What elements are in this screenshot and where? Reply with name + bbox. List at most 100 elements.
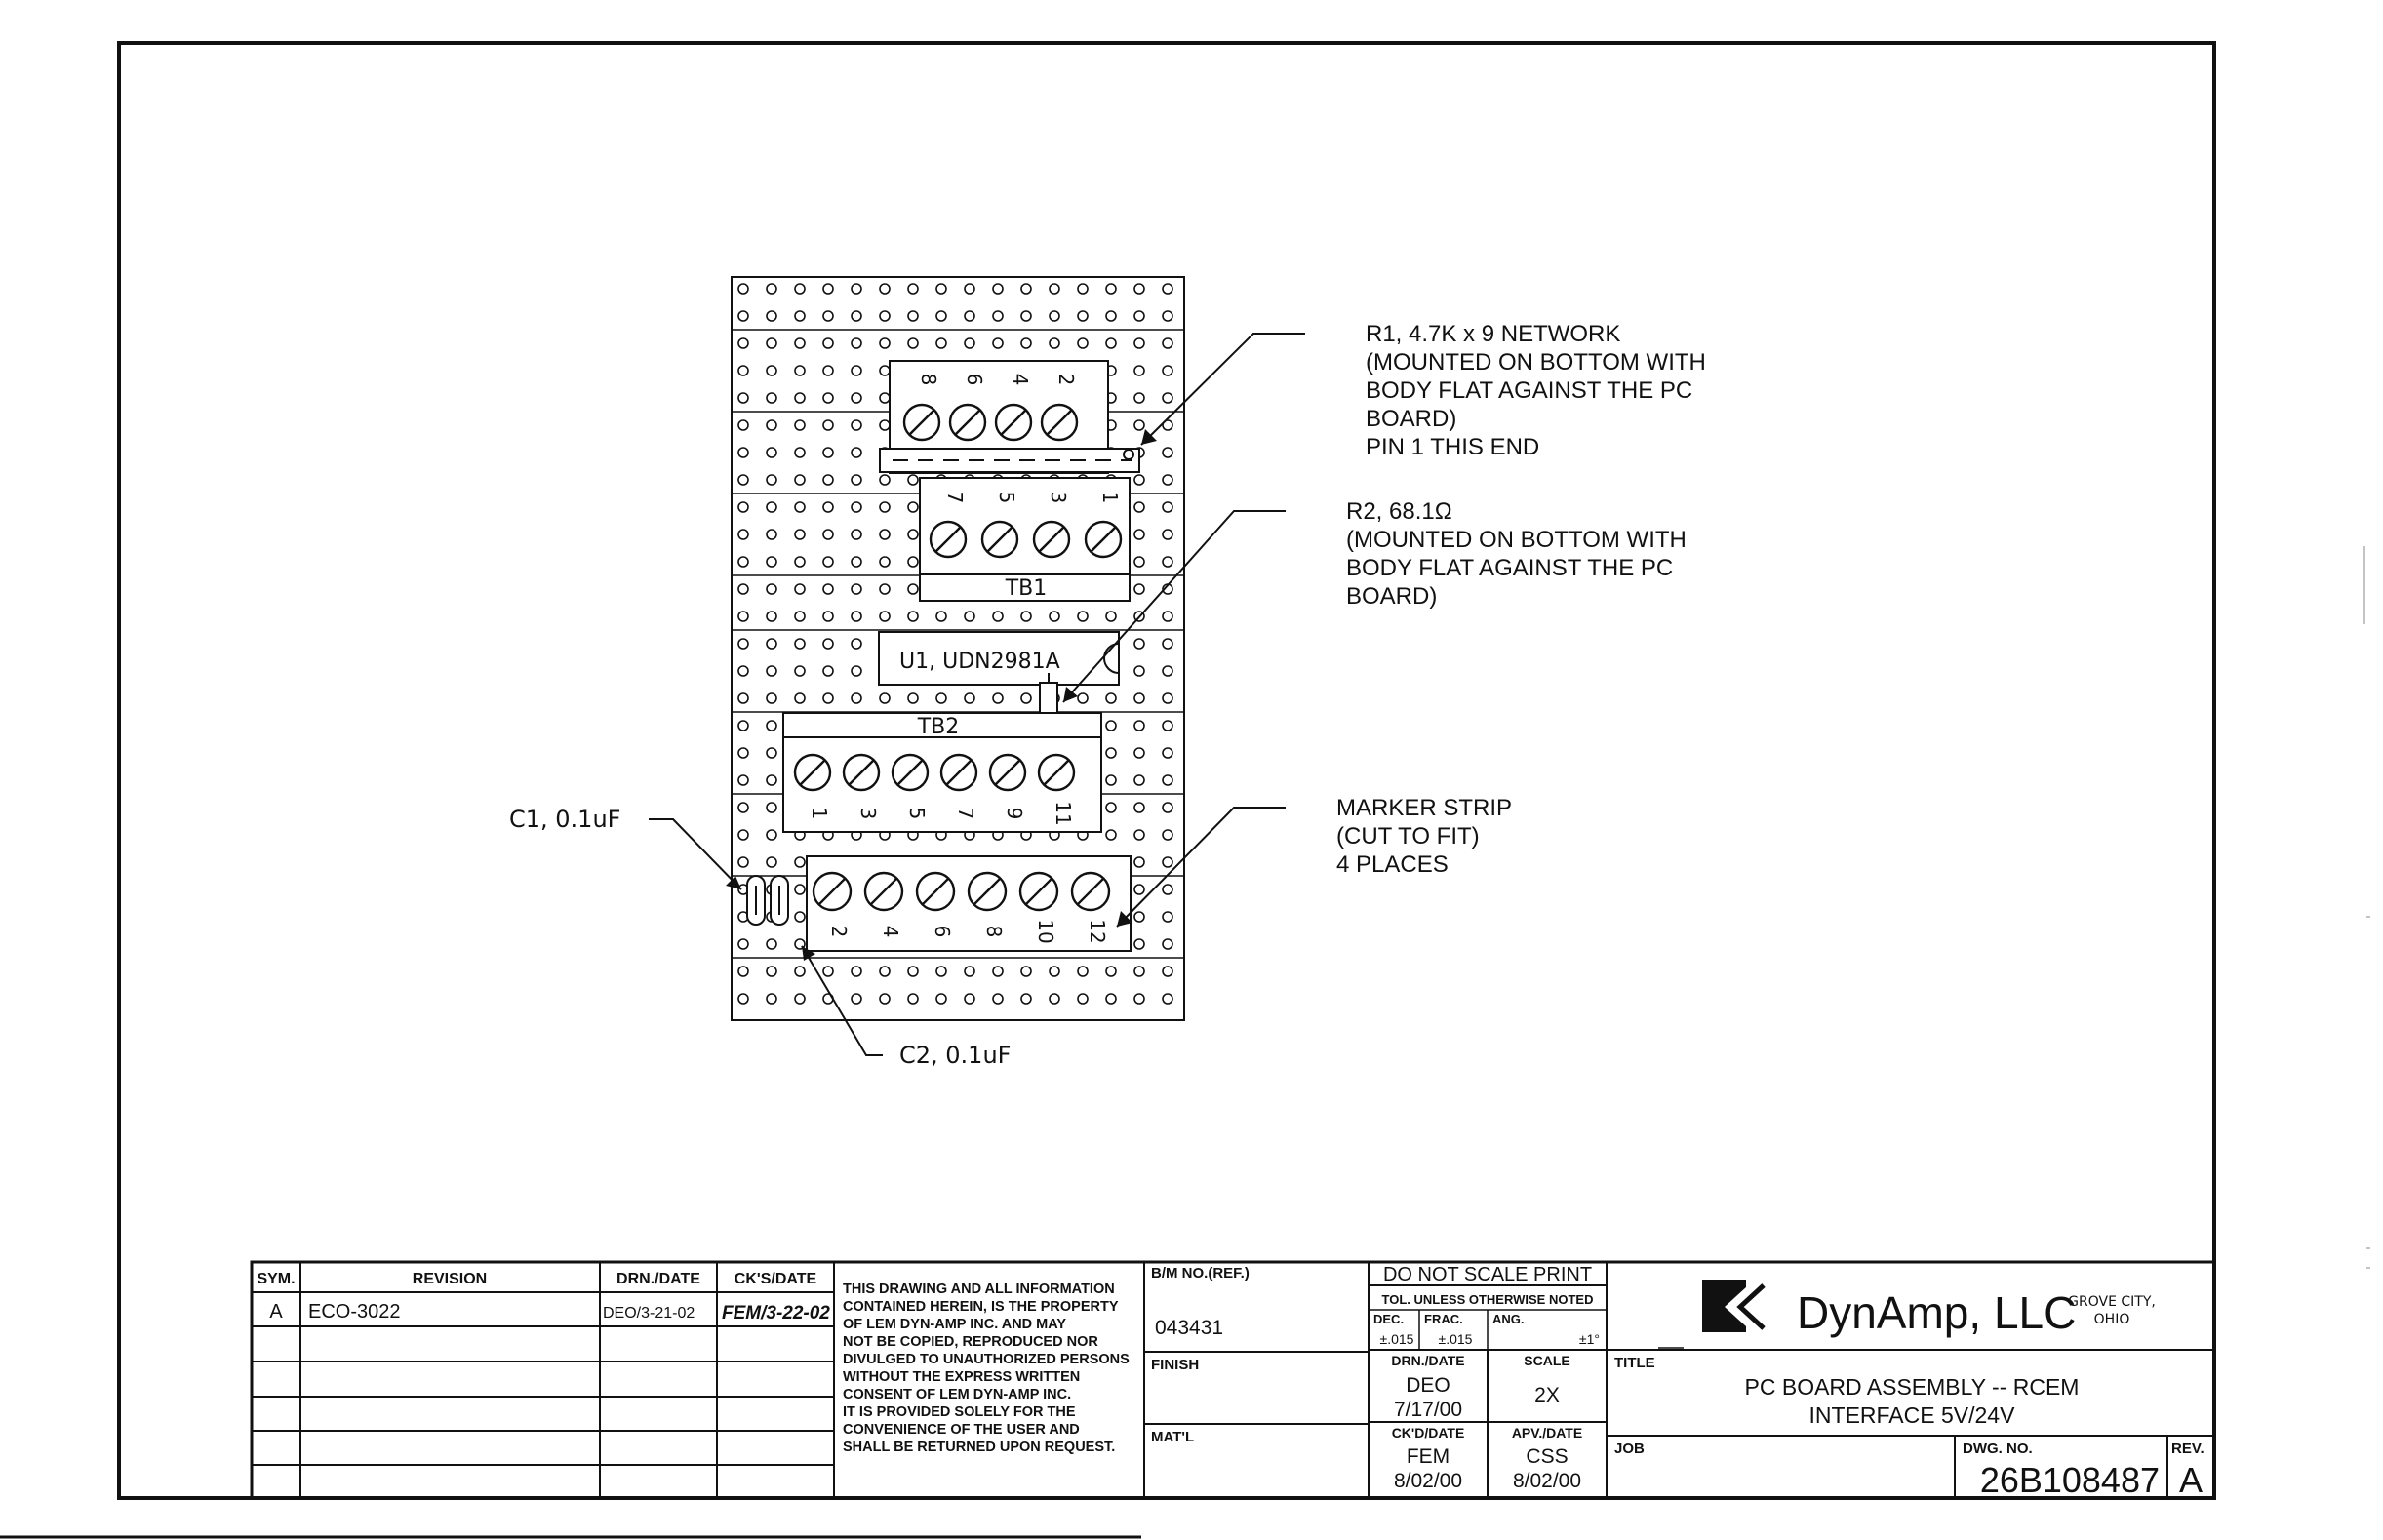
pad <box>1105 829 1117 841</box>
dwg-no-value: 26B108487 <box>1980 1460 2160 1500</box>
pad <box>1162 692 1173 704</box>
pad <box>907 474 919 486</box>
pin-label: 10 <box>1034 919 1057 943</box>
pad <box>1077 966 1089 977</box>
pin-label: 11 <box>1052 801 1075 825</box>
pad <box>766 501 777 513</box>
pad <box>1133 474 1145 486</box>
upper-block-screws <box>902 403 1079 442</box>
pad <box>1162 474 1173 486</box>
pad <box>851 283 862 295</box>
pad <box>1049 611 1060 622</box>
rev-header-cks-date: CK'S/DATE <box>735 1271 817 1287</box>
pad <box>851 310 862 322</box>
pad <box>737 392 749 404</box>
pad <box>794 365 806 376</box>
tb2-label: TB2 <box>917 715 960 739</box>
pad <box>1133 802 1145 813</box>
pad <box>822 337 834 349</box>
pad <box>879 966 891 977</box>
pad <box>766 993 777 1005</box>
pad <box>1105 720 1117 731</box>
pad <box>851 392 862 404</box>
pad <box>1162 938 1173 950</box>
pad <box>1133 638 1145 650</box>
apv-date: 8/02/00 <box>1513 1470 1581 1492</box>
pad <box>766 856 777 868</box>
drn-date: 7/17/00 <box>1394 1399 1462 1421</box>
r2-callout: R2, 68.1Ω (MOUNTED ON BOTTOM WITH BODY F… <box>1346 498 1687 610</box>
pad <box>822 501 834 513</box>
screw-slot <box>921 877 950 906</box>
notice-line-3: OF LEM DYN-AMP INC. AND MAY <box>843 1317 1066 1332</box>
c2-arrowhead <box>802 946 815 961</box>
r2-callout-line-2: (MOUNTED ON BOTTOM WITH <box>1346 527 1687 553</box>
pad <box>879 419 891 431</box>
pad <box>737 638 749 650</box>
do-not-scale-print: DO NOT SCALE PRINT <box>1383 1264 1592 1285</box>
pad <box>1077 337 1089 349</box>
pad <box>935 337 947 349</box>
pad <box>879 583 891 595</box>
c1-leader <box>649 818 742 890</box>
pad <box>935 692 947 704</box>
pad <box>1133 337 1145 349</box>
pad <box>964 337 975 349</box>
ckd-label: CK'D/DATE <box>1392 1425 1465 1441</box>
pin-label: 5 <box>905 808 929 820</box>
pad <box>794 310 806 322</box>
screw-slot <box>869 877 898 906</box>
r2-callout-line-1: R2, 68.1Ω <box>1346 498 1452 525</box>
title-block <box>250 1260 2216 1500</box>
pad <box>794 884 806 895</box>
pad <box>1105 337 1117 349</box>
marker-callout-line-3: 4 PLACES <box>1336 851 1449 878</box>
pad <box>737 611 749 622</box>
pad <box>935 283 947 295</box>
pin-label: 1 <box>1098 492 1122 504</box>
pad <box>737 747 749 759</box>
drn-label: DRN./DATE <box>1391 1353 1464 1368</box>
notice-line-2: CONTAINED HEREIN, IS THE PROPERTY <box>843 1299 1119 1315</box>
pad <box>1049 283 1060 295</box>
scale-value: 2X <box>1534 1384 1560 1406</box>
pad <box>879 556 891 568</box>
r1-callout-line-5: PIN 1 THIS END <box>1366 434 1539 460</box>
u1-label: U1, UDN2981A <box>899 650 1060 674</box>
pad <box>879 283 891 295</box>
pad <box>992 337 1004 349</box>
pad <box>907 337 919 349</box>
pad <box>1162 665 1173 677</box>
company-block: DynAmp, LLC GROVE CITY, OHIO <box>1658 1280 2156 1349</box>
pad <box>766 365 777 376</box>
pad <box>822 310 834 322</box>
notice-line-7: CONSENT OF LEM DYN-AMP INC. <box>843 1387 1071 1402</box>
pad <box>822 283 834 295</box>
drawing-title-line-1: PC BOARD ASSEMBLY -- RCEM <box>1745 1374 2080 1400</box>
rev-value: A <box>2179 1460 2203 1500</box>
r1-leader <box>1140 333 1305 446</box>
pad <box>851 638 862 650</box>
pad <box>1162 993 1173 1005</box>
screw-slot <box>986 526 1013 553</box>
pad <box>1133 993 1145 1005</box>
dec-value: ±.015 <box>1380 1331 1414 1347</box>
tolerance-label: TOL. UNLESS OTHERWISE NOTED <box>1382 1292 1594 1307</box>
pin-label: 7 <box>943 492 967 504</box>
notice-line-6: WITHOUT THE EXPRESS WRITTEN <box>843 1369 1080 1385</box>
pad <box>879 310 891 322</box>
pad <box>737 966 749 977</box>
ownership-notice: THIS DRAWING AND ALL INFORMATION CONTAIN… <box>843 1282 1130 1455</box>
pad <box>766 419 777 431</box>
pad <box>964 966 975 977</box>
capacitors <box>746 875 789 926</box>
dynamp-logo-icon <box>1658 1280 1766 1349</box>
c1-callout: C1, 0.1uF <box>509 806 620 833</box>
pad <box>766 611 777 622</box>
pad <box>737 501 749 513</box>
pad <box>794 911 806 923</box>
pad <box>1162 774 1173 786</box>
